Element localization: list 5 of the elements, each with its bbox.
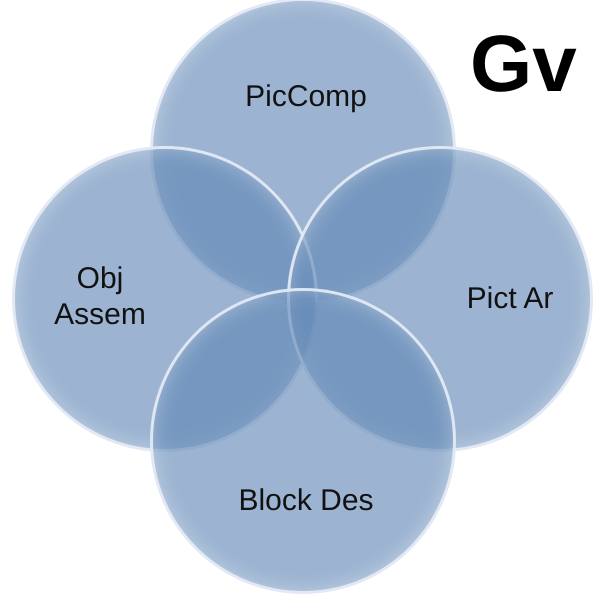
title: Gv [470, 18, 577, 110]
circle-label: Pict Ar [466, 281, 554, 317]
circle-label: PicComp [244, 79, 368, 115]
circle-label: Block Des [237, 483, 375, 519]
circle-label: Obj Assem [53, 261, 147, 333]
